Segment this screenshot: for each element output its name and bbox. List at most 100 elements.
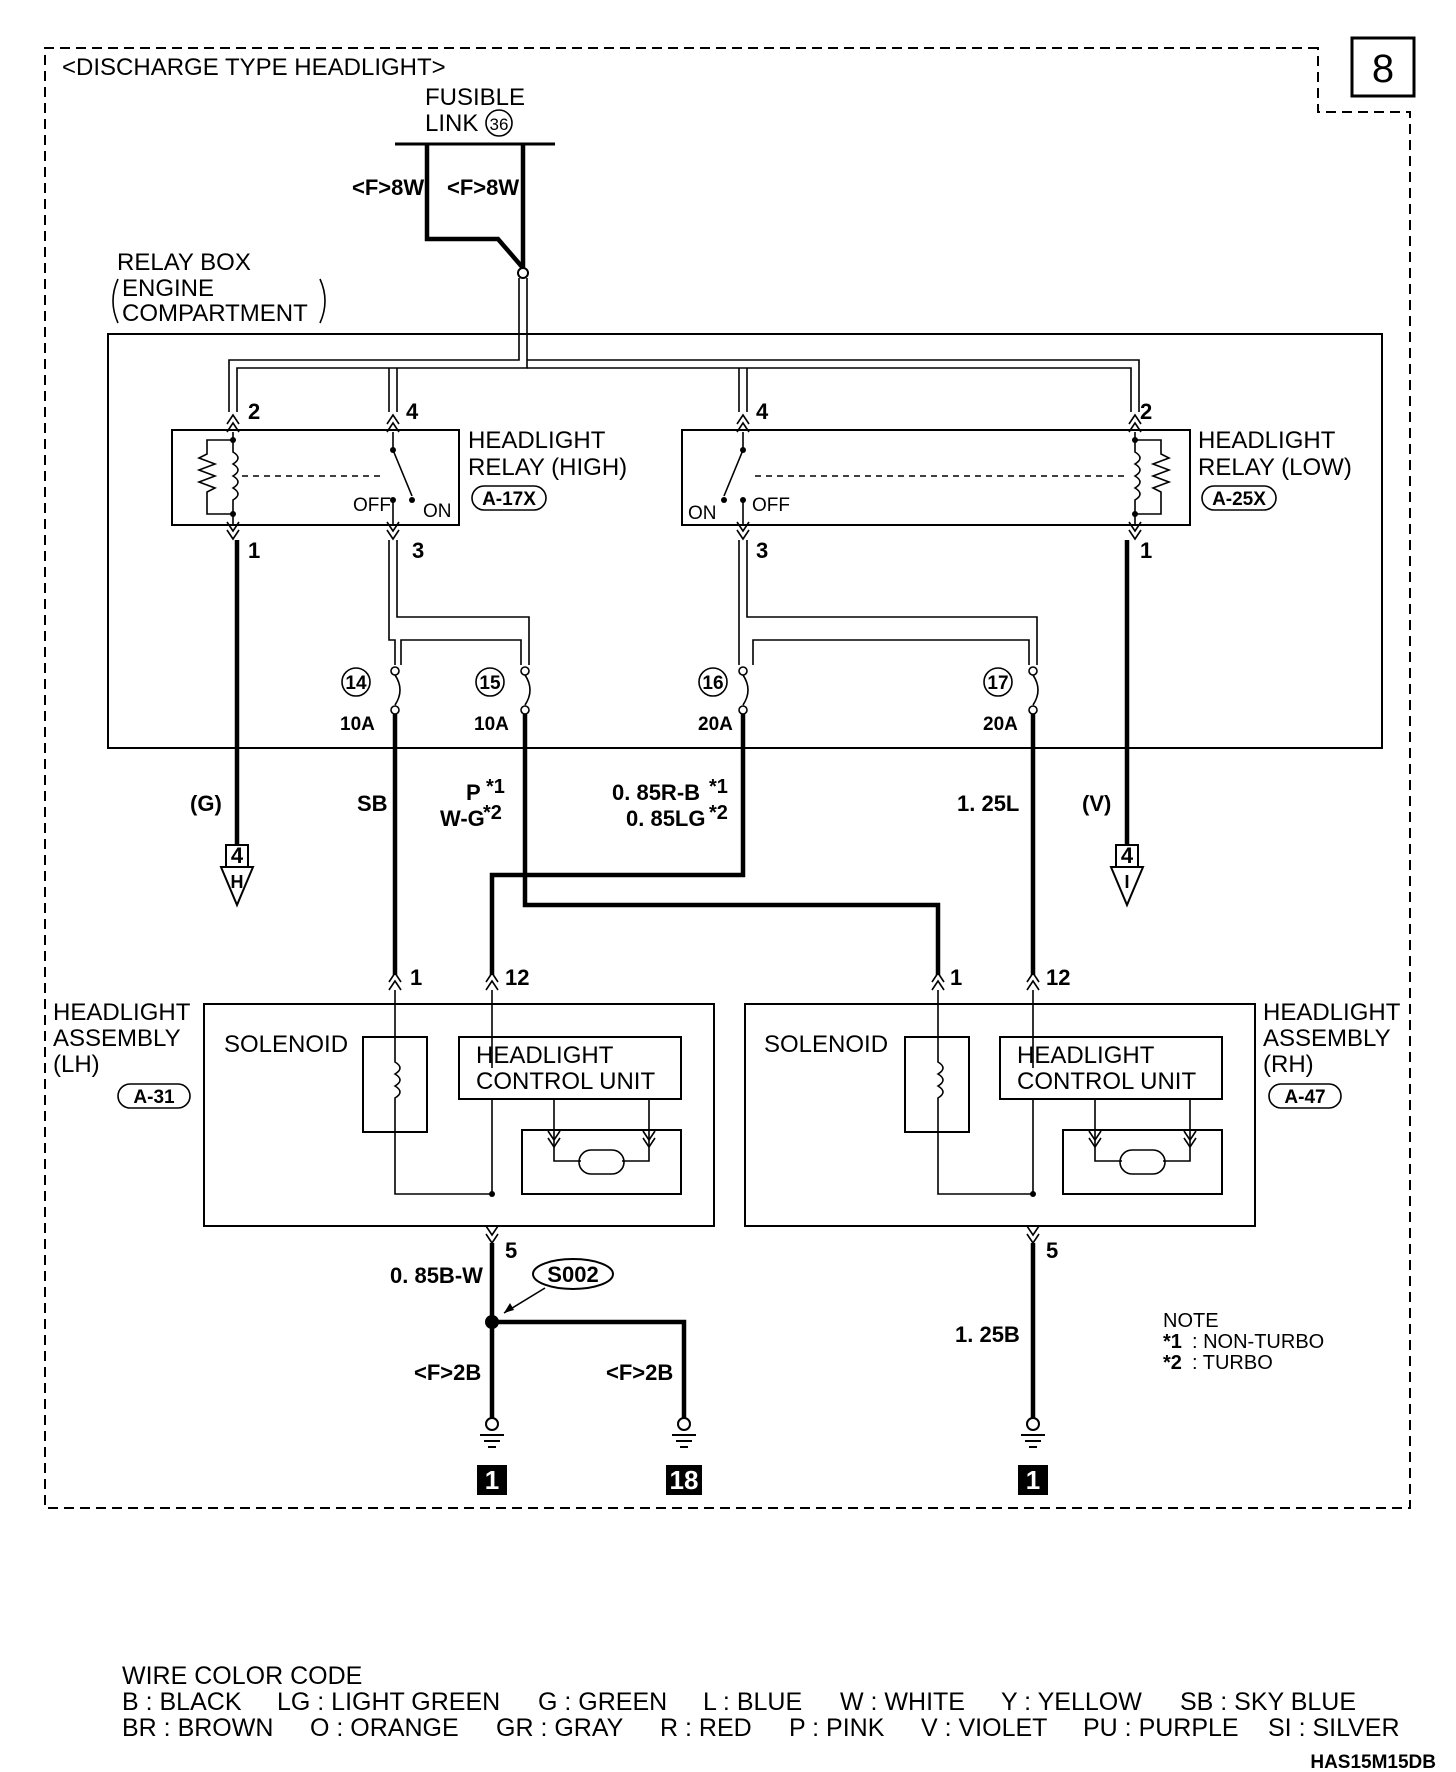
code-o: O : ORANGE xyxy=(310,1714,459,1742)
ground-wire-18 xyxy=(492,1319,687,1418)
note-mark-1: *1 xyxy=(1163,1331,1182,1353)
lh-unit-label-1: HEADLIGHT xyxy=(476,1042,614,1069)
fuse-17-number: 17 xyxy=(987,673,1008,694)
wire-f2b-right-label: <F>2B xyxy=(606,1360,673,1385)
lh-solenoid-label: SOLENOID xyxy=(224,1031,348,1058)
lh-control-unit xyxy=(458,1036,682,1100)
note-mark-2: *2 xyxy=(1163,1352,1182,1374)
relay-high-pin-4: 4 xyxy=(406,399,419,424)
relay-low-pin1-arrow xyxy=(1128,521,1142,541)
wire-rb-mark: *1 xyxy=(709,776,728,798)
fusible-link-label-2: LINK xyxy=(425,110,478,137)
headlight-assembly-lh: HEADLIGHT ASSEMBLY (LH) A-31 1 12 SOLENO… xyxy=(53,965,715,1263)
ground-symbol-1-rh: 1 xyxy=(1018,1417,1048,1495)
rh-pin-1: 1 xyxy=(950,965,962,990)
relay-low-resistor xyxy=(1134,432,1172,524)
note-title: NOTE xyxy=(1163,1310,1219,1332)
connection-h: 4 H xyxy=(219,843,255,908)
feed-wire-right-label: <F>8W xyxy=(447,175,519,200)
wire-p-mark: *1 xyxy=(486,776,505,798)
headlight-assembly-rh: HEADLIGHT ASSEMBLY (RH) A-47 1 12 SOLENO… xyxy=(744,965,1401,1263)
fuse-14: 14 10A xyxy=(340,666,401,735)
rh-discharge-bulb xyxy=(1119,1149,1166,1175)
page-number: 8 xyxy=(1372,47,1394,91)
connection-i: 4 I xyxy=(1109,843,1145,908)
relay-high-pin-2: 2 xyxy=(248,399,260,424)
figure-code: HAS15M15DB xyxy=(1310,1752,1436,1772)
wire-rb-label: 0. 85R-B xyxy=(612,780,700,805)
wire-f2b-left-label: <F>2B xyxy=(414,1360,481,1385)
rh-pin-12: 12 xyxy=(1046,965,1070,990)
lh-pin12-arrow xyxy=(485,971,499,991)
fuse-16: 16 20A xyxy=(698,666,749,735)
relay-low-off-label: OFF xyxy=(752,495,790,516)
fuse-16-rating: 20A xyxy=(698,714,733,735)
relay-low-pin4-arrow xyxy=(736,413,750,433)
note-item-1: : NON-TURBO xyxy=(1192,1331,1324,1353)
code-y: Y : YELLOW xyxy=(1001,1688,1142,1716)
splice-s002-label: S002 xyxy=(547,1262,598,1287)
rh-pin12-arrow xyxy=(1026,971,1040,991)
wire-bw-label: 0. 85B-W xyxy=(390,1263,483,1288)
relay-box-bus xyxy=(228,278,1140,412)
rh-label-1: HEADLIGHT xyxy=(1263,999,1401,1026)
connection-i-number: 4 xyxy=(1121,843,1134,868)
relay-low-label-1: HEADLIGHT xyxy=(1198,427,1336,454)
headlight-relay-low: 4 2 ON OFF 3 1 HEADLIGHT RELAY (LOW) A-2… xyxy=(681,399,1352,563)
relay-high-pin2-arrow xyxy=(226,413,240,433)
rh-label-2: ASSEMBLY xyxy=(1263,1025,1391,1052)
wire-l-label: 1. 25L xyxy=(957,791,1019,816)
fusible-link-label-1: FUSIBLE xyxy=(425,84,525,111)
splice-s002-point xyxy=(485,1315,499,1329)
wire-sb-label: SB xyxy=(357,791,388,816)
relay-box-connector-pin xyxy=(517,267,529,279)
relay-high-label-1: HEADLIGHT xyxy=(468,427,606,454)
relay-box-label-3: COMPARTMENT xyxy=(122,300,308,327)
wire-color-code-title: WIRE COLOR CODE xyxy=(122,1662,362,1690)
lh-unit-label-2: CONTROL UNIT xyxy=(476,1068,655,1095)
rh-connector: A-47 xyxy=(1284,1087,1325,1108)
relay-high-coil xyxy=(231,440,239,514)
wire-v-label: (V) xyxy=(1082,791,1111,816)
main-wiring xyxy=(234,540,1130,975)
note: NOTE *1 : NON-TURBO *2 : TURBO xyxy=(1163,1310,1324,1374)
wire-b125-label: 1. 25B xyxy=(955,1322,1020,1347)
relay-low-on-label: ON xyxy=(688,503,717,524)
ground-wiring xyxy=(485,1243,1036,1418)
fuse-16-number: 16 xyxy=(702,673,723,694)
code-si: SI : SILVER xyxy=(1268,1714,1400,1742)
lh-pin-1: 1 xyxy=(410,965,422,990)
lh-solenoid-coil xyxy=(393,1037,492,1195)
ground-label-1-lh: 1 xyxy=(485,1465,499,1495)
lh-connector: A-31 xyxy=(133,1087,175,1108)
relay-high-connector: A-17X xyxy=(482,489,536,510)
relay-high-pin1-arrow xyxy=(226,521,240,541)
lh-pin-12: 12 xyxy=(505,965,529,990)
lh-label-3: (LH) xyxy=(53,1051,100,1078)
lh-lamp-box xyxy=(521,1129,682,1195)
wire-lg-label: 0. 85LG xyxy=(626,806,705,831)
wire-rb xyxy=(489,714,746,975)
ground-symbol-18: 18 xyxy=(666,1417,702,1495)
feed-wire-left-label: <F>8W xyxy=(352,175,424,200)
ground-label-1-rh: 1 xyxy=(1026,1465,1040,1495)
rh-unit-label-1: HEADLIGHT xyxy=(1017,1042,1155,1069)
ground-symbol-1-lh: 1 xyxy=(477,1417,507,1495)
wire-g-label: (G) xyxy=(190,791,222,816)
relay-low-pin-3: 3 xyxy=(756,538,768,563)
rh-solenoid-label: SOLENOID xyxy=(764,1031,888,1058)
rh-solenoid-coil xyxy=(936,1037,1033,1195)
feed-wire-left xyxy=(424,144,525,270)
relay-low-connector: A-25X xyxy=(1212,489,1266,510)
relay-high-pin4-arrow xyxy=(386,413,400,433)
code-v: V : VIOLET xyxy=(921,1714,1047,1742)
relay-high-pin3-arrow xyxy=(386,521,400,541)
lh-label-2: ASSEMBLY xyxy=(53,1025,181,1052)
relay-to-fuse-wiring xyxy=(388,540,1038,665)
code-b: B : BLACK xyxy=(122,1688,242,1716)
relay-box-paren-left xyxy=(112,278,119,324)
relay-high-pin-3: 3 xyxy=(412,538,424,563)
section-title: <DISCHARGE TYPE HEADLIGHT> xyxy=(62,54,446,81)
rh-lamp-box xyxy=(1062,1129,1223,1195)
